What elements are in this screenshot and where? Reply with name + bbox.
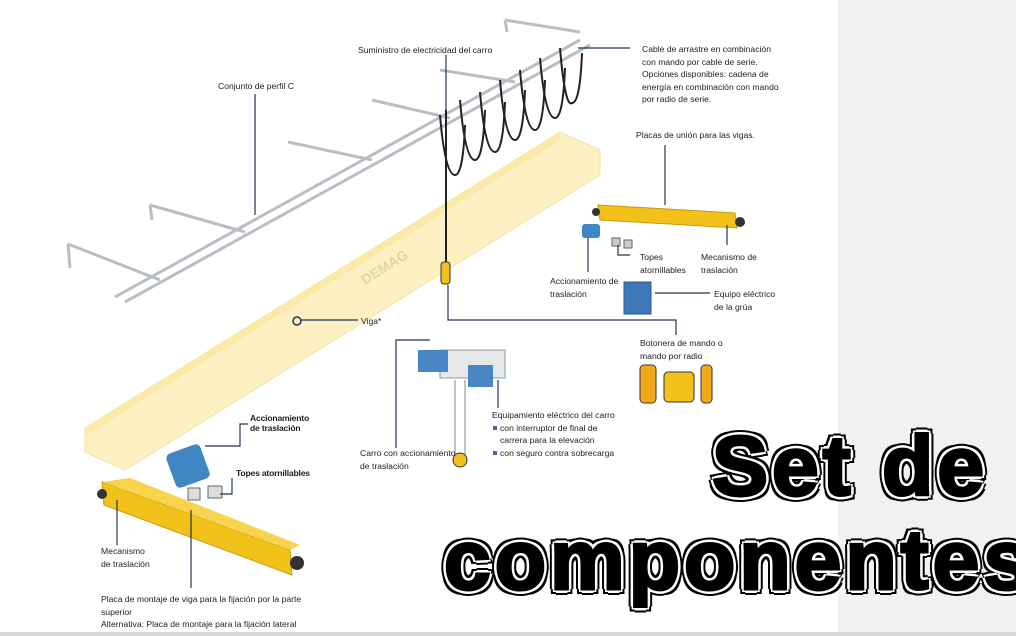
bullet-item: con interruptor de final de xyxy=(492,422,615,435)
label-suministro: Suministro de electricidad del carro xyxy=(358,45,493,55)
text-line: mando por radio xyxy=(640,350,703,361)
text-line: Carro con accionamiento xyxy=(360,448,456,458)
text-line: Equipo eléctrico xyxy=(714,289,776,299)
leader-lines xyxy=(116,47,728,588)
background-panel xyxy=(838,0,1016,636)
label-equipo-grua: Equipo eléctrico de la grúa xyxy=(714,288,775,313)
label-topes-right: Topes atornillables xyxy=(640,251,686,276)
label-botonera: Botonera de mando o mando por radio xyxy=(640,337,723,362)
label-placas-union: Placas de unión para las vigas. xyxy=(636,130,755,140)
text-line: atornillables xyxy=(640,264,686,275)
text-line: Mecanismo de xyxy=(701,252,757,262)
text-line: energía en combinación con mando xyxy=(642,81,779,92)
label-conjunto-perfil: Conjunto de perfil C xyxy=(218,81,294,91)
viga-marker xyxy=(292,316,302,326)
text-line: de traslación xyxy=(101,558,150,569)
title-line-2: componentes xyxy=(442,512,1016,609)
label-placa-montaje: Placa de montaje de viga para la fijació… xyxy=(101,593,301,631)
bullet-item: con seguro contra sobrecarga xyxy=(492,447,615,460)
label-topes-left: Topes atornillables xyxy=(236,468,310,478)
text-line: de traslación xyxy=(250,423,301,433)
label-accionamiento-left: Accionamiento de traslación xyxy=(250,413,309,433)
label-mecanismo-left: Mecanismo de traslación xyxy=(101,545,150,570)
radio-remote-3 xyxy=(700,364,713,404)
left-drive xyxy=(166,444,210,488)
label-viga: Viga* xyxy=(361,316,382,326)
text-line: de traslación xyxy=(360,460,409,471)
text-line: Botonera de mando o xyxy=(640,338,723,348)
text-line: de la grúa xyxy=(714,301,753,312)
label-carro: Carro con accionamiento de traslación xyxy=(360,447,456,472)
text-line: Mecanismo xyxy=(101,546,145,556)
radio-remote-2 xyxy=(663,371,695,403)
text-line: carrera para la elevación xyxy=(500,435,595,445)
divider xyxy=(0,632,1016,636)
text-line: Equipamiento eléctrico del carro xyxy=(492,410,615,420)
text-line: traslación xyxy=(550,288,587,299)
text-line: superior xyxy=(101,606,133,617)
label-accionamiento-right: Accionamiento de traslación xyxy=(550,275,618,300)
text-line: Alternativa: Placa de montaje para la fi… xyxy=(101,619,297,629)
text-line: por radio de serie. xyxy=(642,94,712,104)
text-line: Opciones disponibles: cadena de xyxy=(642,69,769,79)
text-line: Topes xyxy=(640,252,663,262)
text-line: traslación xyxy=(701,264,738,275)
radio-remote-1 xyxy=(639,364,657,404)
label-mecanismo-right: Mecanismo de traslación xyxy=(701,251,757,276)
crane-electric-box xyxy=(623,281,652,315)
label-cable-arrastre: Cable de arrastre en combinación con man… xyxy=(642,43,779,106)
label-equipamiento-carro: Equipamiento eléctrico del carro con int… xyxy=(492,409,615,459)
title-line-1: Set de xyxy=(710,418,989,515)
text-line: Placa de montaje de viga para la fijació… xyxy=(101,594,302,604)
text-line: Accionamiento de xyxy=(550,276,619,286)
text-line: Cable de arrastre en combinación xyxy=(642,44,771,54)
pendant-control xyxy=(440,261,451,285)
right-beam xyxy=(597,204,738,229)
festoon-cables xyxy=(439,47,583,265)
text-line: con mando por cable de serie. xyxy=(642,56,758,67)
c-profile-rail xyxy=(66,18,591,304)
text-line: Accionamiento xyxy=(250,413,309,423)
right-drive xyxy=(582,224,600,238)
